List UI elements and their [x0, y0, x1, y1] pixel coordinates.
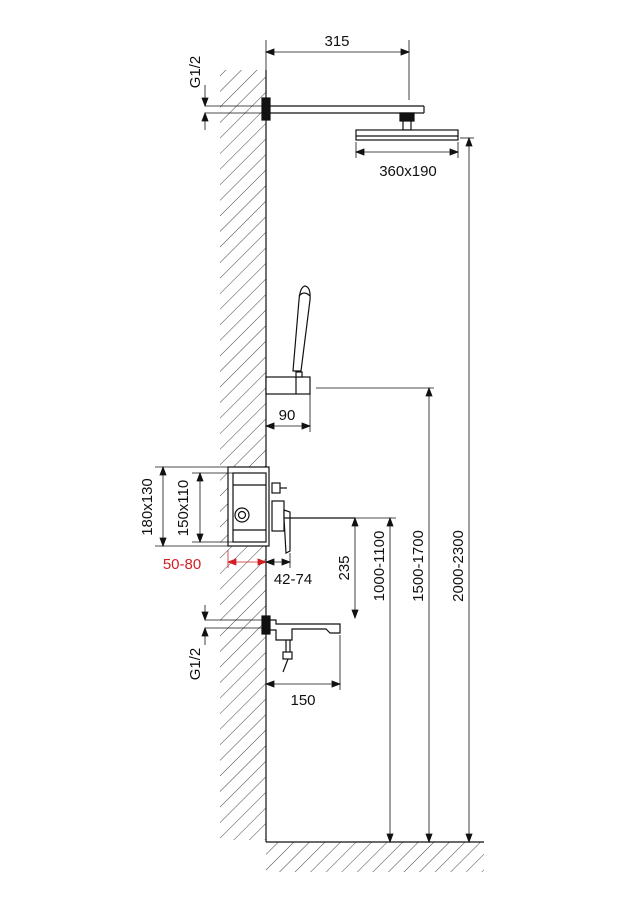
mixer-spout-dimension	[351, 516, 359, 620]
top-thread-label: G1/2	[187, 56, 204, 89]
concealed-box	[227, 466, 287, 547]
mixer-spout-label: 235	[336, 555, 353, 580]
box-inner-dimension	[192, 471, 233, 544]
head-size-dimension	[354, 142, 460, 158]
mixer-offset-label: 42-74	[274, 571, 312, 588]
arm-length-dimension	[264, 40, 411, 100]
box-outer-label: 180x130	[139, 478, 156, 536]
head-height-dimension	[460, 136, 474, 844]
head-height-label: 2000-2300	[450, 530, 467, 602]
bottom-thread-dimension	[201, 605, 266, 645]
mixer-height-label: 1000-1100	[371, 531, 388, 602]
shower-arm	[261, 97, 425, 131]
mixer-height-dimension	[355, 516, 396, 844]
box-inner-label: 150x110	[175, 480, 192, 536]
holder-depth-label: 90	[279, 407, 296, 424]
top-thread-dimension	[201, 85, 266, 130]
hand-shower	[292, 285, 311, 372]
wall-hatch	[220, 70, 266, 840]
box-outer-dimension	[155, 465, 230, 548]
mixer-handle	[271, 500, 355, 554]
install-depth-dimension	[226, 550, 268, 568]
arm-length-label: 315	[324, 33, 349, 50]
holder-depth-dimension	[264, 394, 312, 432]
head-size-label: 360x190	[379, 163, 437, 180]
mixer-offset-dimension	[264, 553, 292, 568]
bottom-thread-label: G1/2	[187, 648, 204, 681]
holder-height-dimension	[316, 386, 434, 844]
bath-spout	[261, 615, 341, 673]
install-depth-label: 50-80	[163, 556, 201, 573]
rain-shower-head	[355, 129, 459, 141]
holder-height-label: 1500-1700	[410, 530, 427, 602]
spout-length-dimension	[264, 635, 342, 690]
hand-shower-holder	[265, 371, 311, 395]
spout-length-label: 150	[290, 692, 315, 709]
floor-hatch	[266, 842, 484, 872]
